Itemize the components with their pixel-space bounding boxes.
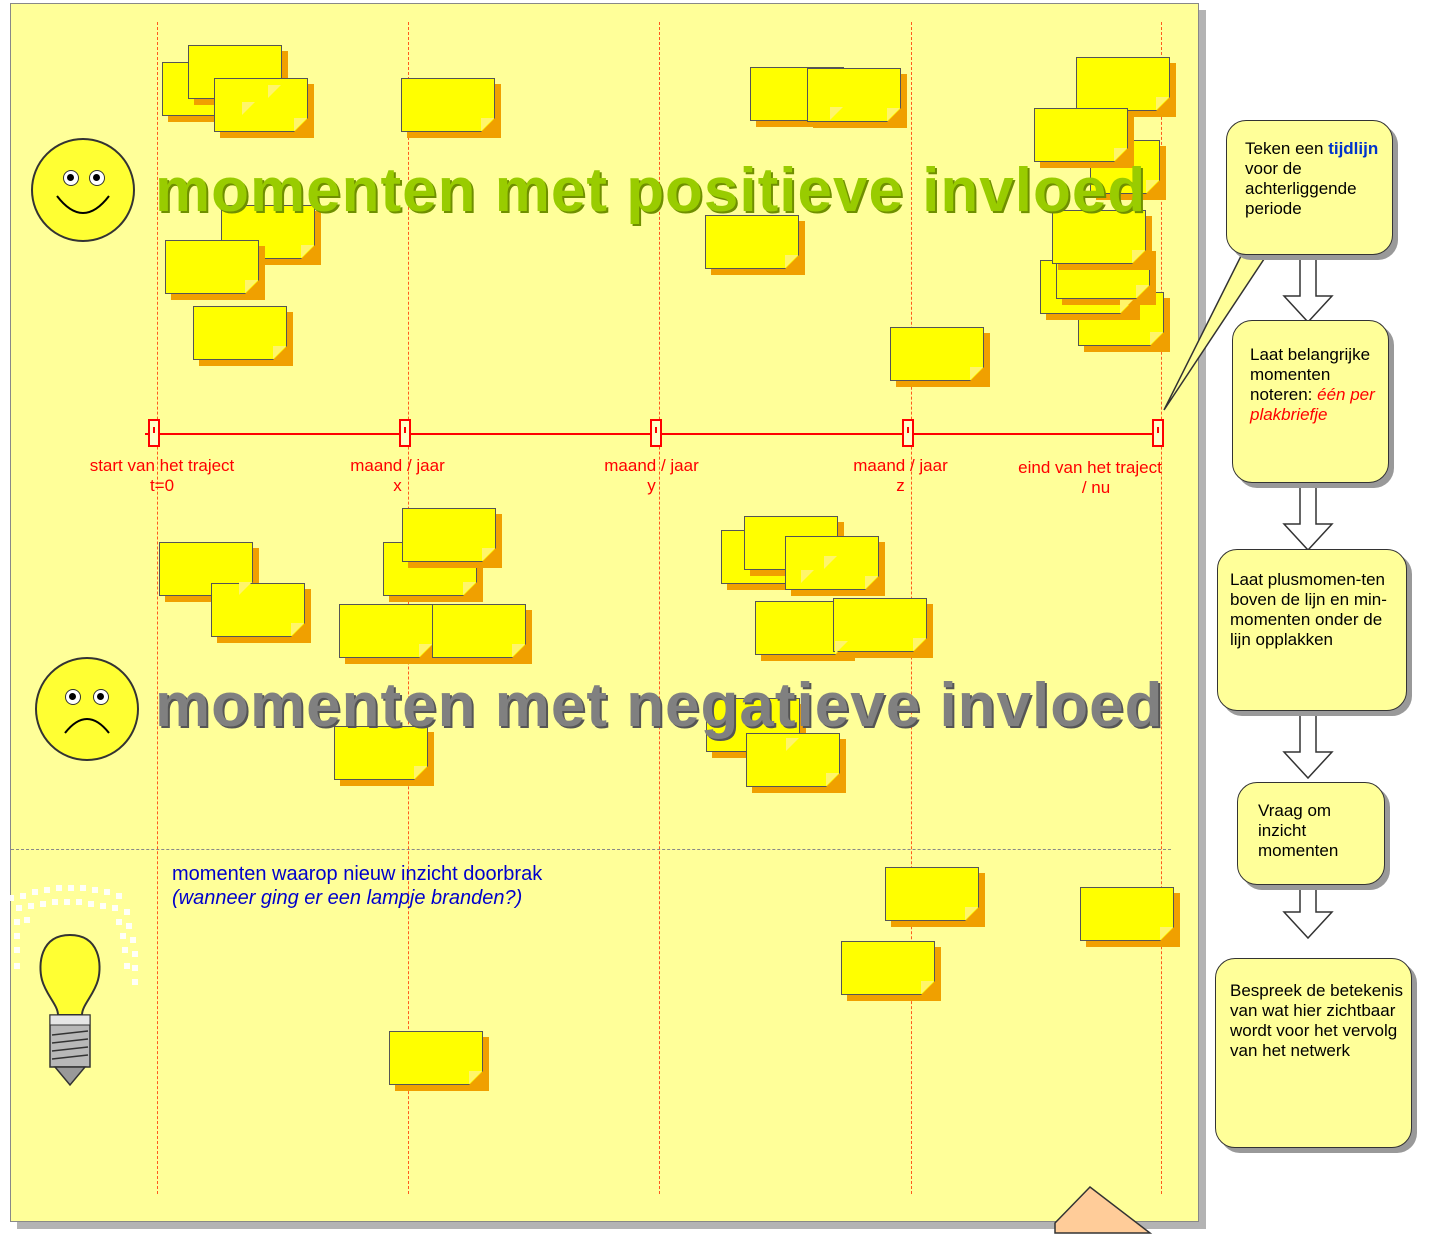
sticky-note[interactable] bbox=[159, 542, 253, 596]
smiley-face-icon bbox=[31, 138, 135, 242]
sticky-note[interactable] bbox=[1080, 887, 1174, 941]
sticky-note[interactable] bbox=[746, 733, 840, 787]
timeline-marker bbox=[148, 419, 160, 447]
sticky-note[interactable] bbox=[1076, 57, 1170, 111]
step-1-callout: Teken een tijdlijn voor de achterliggend… bbox=[1226, 120, 1393, 255]
sticky-note[interactable] bbox=[885, 867, 979, 921]
sticky-note[interactable] bbox=[1034, 108, 1128, 162]
sticky-note[interactable] bbox=[890, 327, 984, 381]
timeline-label-x: maand / jaar x bbox=[350, 456, 445, 495]
timeline-label-z: maand / jaar z bbox=[853, 456, 948, 495]
column-line bbox=[659, 22, 660, 1194]
sad-face-icon bbox=[35, 657, 139, 761]
sticky-note[interactable] bbox=[401, 78, 495, 132]
sticky-note[interactable] bbox=[833, 598, 927, 652]
timeline-marker bbox=[650, 419, 662, 447]
insight-caption: momenten waarop nieuw inzicht doorbrak (… bbox=[172, 863, 543, 909]
column-line bbox=[1161, 22, 1162, 1194]
step-2-callout: Laat belangrijke momenten noteren: één p… bbox=[1232, 320, 1389, 483]
step-3-callout: Laat plusmomen-ten boven de lijn en min-… bbox=[1217, 549, 1407, 711]
column-line bbox=[157, 22, 158, 1194]
sticky-note[interactable] bbox=[807, 68, 901, 122]
sticky-note[interactable] bbox=[402, 508, 496, 562]
timeline-marker bbox=[399, 419, 411, 447]
sticky-note[interactable] bbox=[339, 604, 433, 658]
timeline-marker bbox=[902, 419, 914, 447]
sticky-note[interactable] bbox=[705, 215, 799, 269]
sticky-note[interactable] bbox=[389, 1031, 483, 1085]
down-arrow-icon bbox=[1282, 250, 1334, 324]
sticky-note[interactable] bbox=[165, 240, 259, 294]
sticky-note[interactable] bbox=[214, 78, 308, 132]
heading-negative: momenten met negatieve invloed bbox=[155, 671, 1164, 740]
timeline-label-end: eind van het traject / nu bbox=[1018, 458, 1162, 497]
callout-pointer-bottom bbox=[1054, 1185, 1153, 1234]
sticky-note[interactable] bbox=[211, 583, 305, 637]
down-arrow-icon bbox=[1282, 706, 1334, 780]
timeline-marker bbox=[1152, 419, 1164, 447]
timeline-label-start: start van het traject t=0 bbox=[89, 456, 235, 495]
step-5-callout: Bespreek de betekenis van wat hier zicht… bbox=[1215, 958, 1412, 1148]
sticky-note[interactable] bbox=[432, 604, 526, 658]
sticky-note[interactable] bbox=[334, 726, 428, 780]
timeline-label-y: maand / jaar y bbox=[604, 456, 699, 495]
down-arrow-icon bbox=[1282, 478, 1334, 552]
heading-positive: momenten met positieve invloed bbox=[155, 156, 1147, 225]
insight-divider bbox=[11, 849, 1171, 850]
light-bulb-icon bbox=[4, 885, 138, 1087]
sticky-note[interactable] bbox=[1052, 210, 1146, 264]
sticky-note[interactable] bbox=[193, 306, 287, 360]
timeline-board bbox=[10, 3, 1199, 1222]
sticky-note[interactable] bbox=[841, 941, 935, 995]
step-4-callout: Vraag om inzicht momenten bbox=[1237, 782, 1385, 885]
